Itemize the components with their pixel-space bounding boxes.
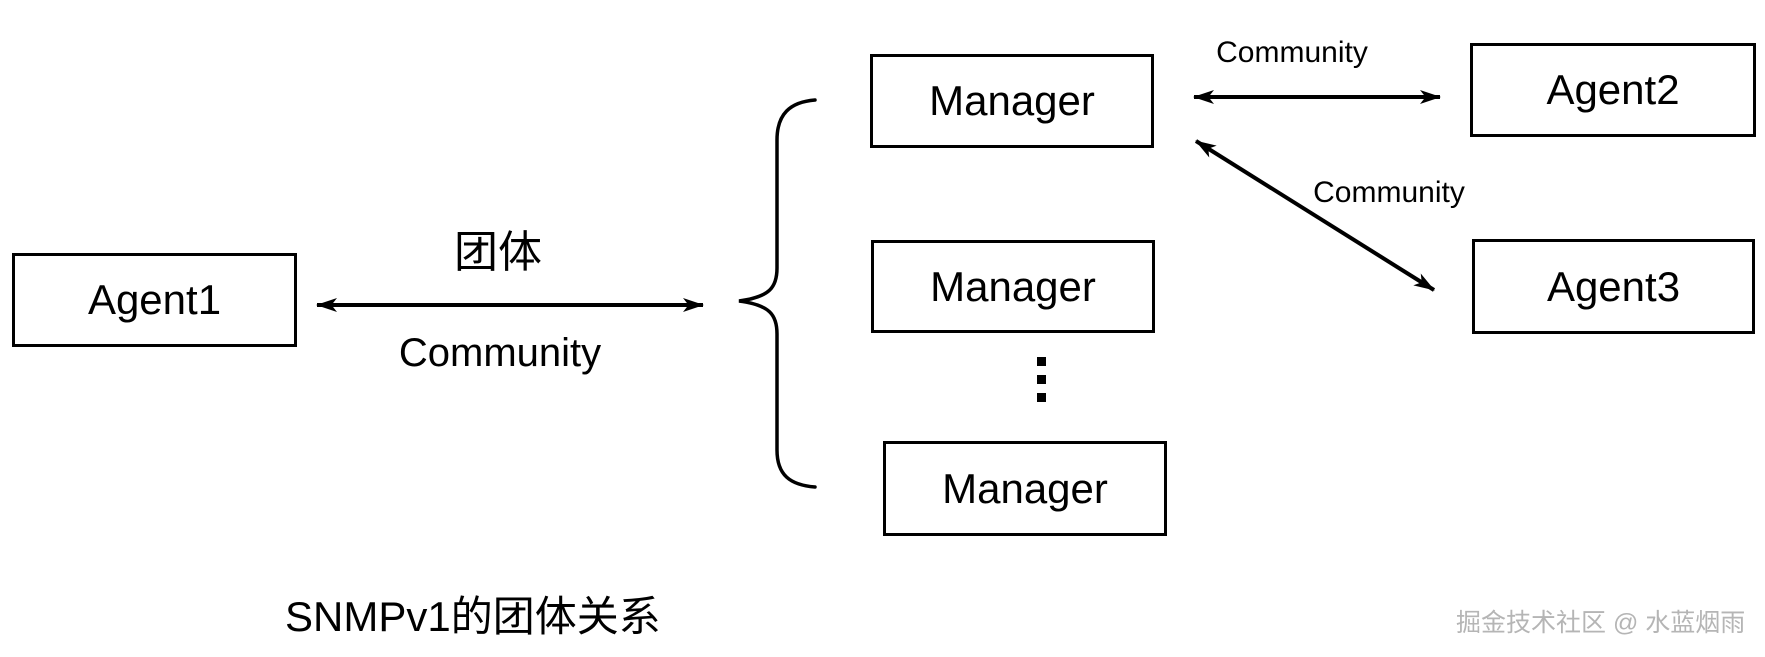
vertical-ellipsis-icon [1037,357,1046,402]
node-agent2-label: Agent2 [1546,66,1680,113]
agent1-link-label-cn: 团体 [454,228,542,277]
agent3-link-label: Community [1313,176,1465,209]
diagram-title: SNMPv1的团体关系 [285,593,661,640]
node-agent1-label: Agent1 [87,276,222,323]
ellipsis-dot [1037,357,1046,366]
node-manager-top: Manager [870,54,1154,148]
node-agent2: Agent2 [1470,43,1756,137]
ellipsis-dot [1037,375,1046,384]
node-manager-bottom-label: Manager [942,464,1108,512]
node-agent3: Agent3 [1472,239,1755,334]
agent1-link-label-en: Community [398,331,602,375]
node-manager-bottom: Manager [883,441,1167,536]
manager-agent3-arrow [1194,139,1436,292]
node-manager-top-label: Manager [929,77,1095,124]
node-agent3-label: Agent3 [1546,262,1681,310]
node-manager-middle: Manager [871,240,1155,333]
managers-group-brace [738,98,817,489]
node-agent1: Agent1 [12,253,297,347]
agent2-link-label: Community [1216,36,1368,69]
ellipsis-dot [1037,393,1046,402]
watermark: 掘金技术社区 @ 水蓝烟雨 [1456,609,1746,637]
node-manager-middle-label: Manager [930,262,1096,310]
